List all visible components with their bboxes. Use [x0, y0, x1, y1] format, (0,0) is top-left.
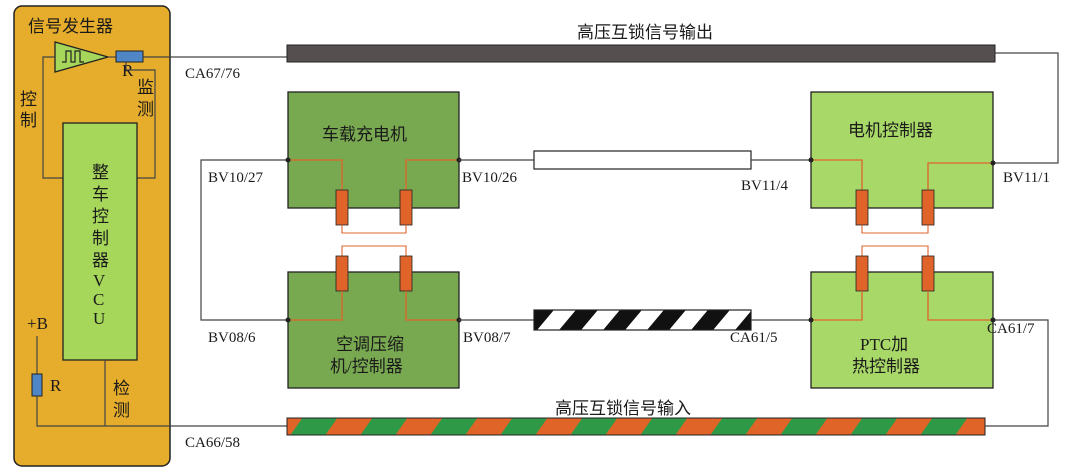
- pin-bv11-4: BV11/4: [741, 178, 788, 194]
- hvil-input-label: 高压互锁信号输入: [555, 399, 691, 418]
- power-label: +B: [27, 314, 48, 333]
- pin-bv08-7: BV08/7: [463, 330, 511, 346]
- ac-connector-right: [399, 255, 413, 292]
- ptc-title-line1: PTC加: [860, 335, 908, 354]
- vcu-char-1: 整: [92, 163, 109, 182]
- vcu-box: [62, 122, 138, 361]
- monitor-label-1: 监: [137, 78, 154, 97]
- detect-label-1: 检: [113, 379, 130, 398]
- bv08-ca61-cable: [533, 309, 752, 331]
- ptc-connector-left: [855, 255, 869, 292]
- pin-ca61-7: CA61/7: [987, 321, 1035, 337]
- ac-title-line1: 空调压缩: [336, 335, 404, 354]
- vcu-char-4: 制: [92, 229, 109, 248]
- ptc-title-line2: 热控制器: [852, 357, 920, 376]
- pin-bv10-26: BV10/26: [462, 170, 518, 186]
- monitor-label-2: 测: [137, 100, 154, 119]
- ac-title-line2: 机/控制器: [330, 357, 403, 376]
- pin-bv11-1: BV11/1: [1003, 170, 1050, 186]
- hvil-output-label: 高压互锁信号输出: [577, 23, 713, 42]
- motor-connector-left: [855, 189, 869, 226]
- ac-module: [287, 271, 460, 389]
- vcu-char-3: 控: [92, 207, 109, 226]
- ac-connector-left: [335, 255, 349, 292]
- pin-ca61-5: CA61/5: [730, 330, 778, 346]
- motor-module: [810, 91, 994, 209]
- pin-bv10-27: BV10/27: [208, 170, 264, 186]
- pullup-resistor-icon: [31, 373, 43, 397]
- motor-connector-right: [921, 189, 935, 226]
- obc-connector-right: [399, 189, 413, 226]
- control-label-1: 控: [20, 90, 37, 109]
- hvil-input-cable: [286, 417, 986, 436]
- pin-ca66: CA66/58: [185, 435, 240, 451]
- pullup-resistor-label: R: [50, 376, 62, 395]
- obc-connector-left: [335, 189, 349, 226]
- vcu-char-7: C: [93, 290, 104, 309]
- control-label-2: 制: [20, 111, 37, 130]
- vcu-char-8: U: [93, 309, 105, 328]
- bv10-bv11-cable: [533, 150, 752, 170]
- obc-title: 车载充电机: [322, 125, 407, 144]
- ptc-module: [810, 271, 994, 389]
- pin-ca67: CA67/76: [185, 66, 241, 82]
- vcu-char-2: 车: [92, 185, 109, 204]
- vcu-char-5: 器: [92, 251, 109, 270]
- obc-module: [287, 91, 460, 209]
- pin-bv08-6: BV08/6: [208, 330, 256, 346]
- square-wave-icon: [62, 50, 84, 63]
- signal-generator-title: 信号发生器: [28, 17, 113, 36]
- hvil-output-cable: [286, 44, 996, 63]
- ptc-connector-right: [921, 255, 935, 292]
- vcu-char-6: V: [93, 271, 106, 290]
- motor-title: 电机控制器: [848, 121, 933, 140]
- detect-label-2: 测: [113, 401, 130, 420]
